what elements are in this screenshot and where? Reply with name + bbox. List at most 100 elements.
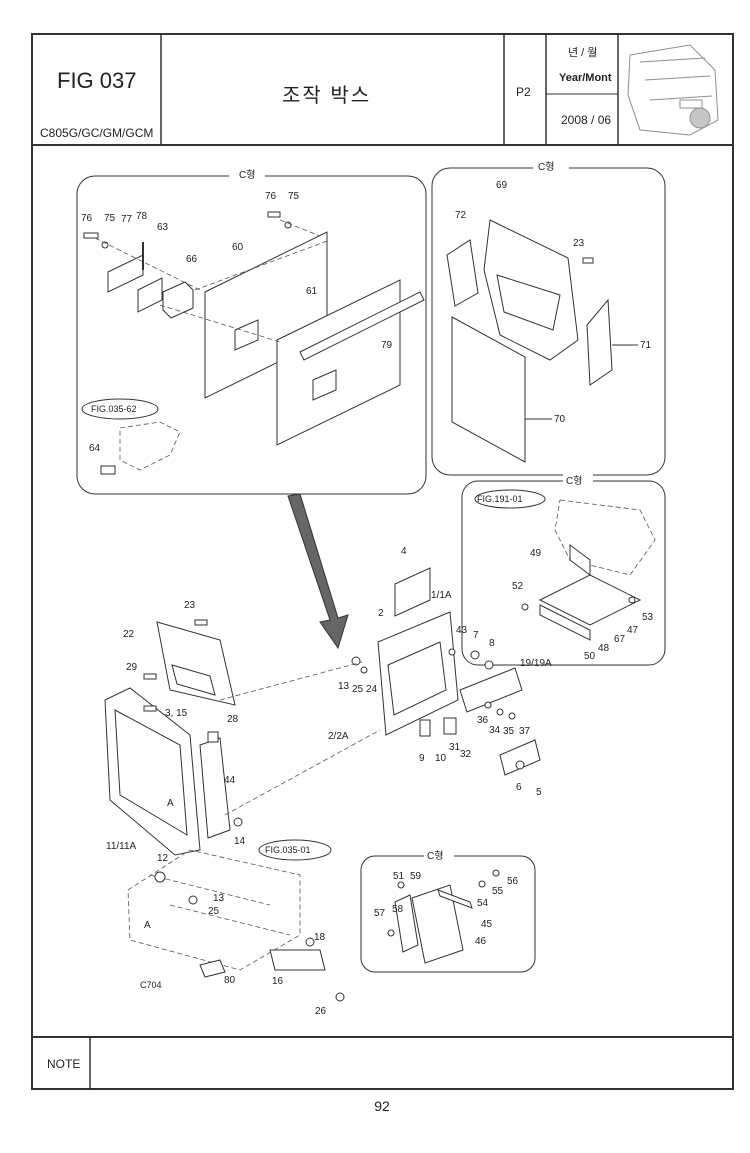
part-label: 53 (642, 612, 654, 623)
part-label: 60 (232, 242, 244, 253)
part-label: 76 (265, 191, 277, 202)
part-label: 51 (393, 871, 405, 882)
plate-77 (107, 254, 144, 293)
part-label: 35 (503, 726, 515, 737)
panel-72 (446, 239, 479, 307)
year-month-label-kr: 년 / 월 (568, 47, 598, 59)
bracket-16 (269, 949, 326, 971)
drawing-code: C704 (140, 980, 162, 990)
plate-63 (137, 277, 163, 313)
part-label: 70 (554, 414, 566, 425)
cover-69 (483, 219, 579, 361)
page-frame (31, 33, 734, 1090)
box-11-11a (104, 687, 201, 856)
rack-47 (538, 574, 642, 626)
rail-79 (299, 291, 425, 361)
part-label: 69 (496, 180, 508, 191)
part-label: 23 (573, 238, 585, 249)
part-label: 54 (477, 898, 489, 909)
part-label: 5 (536, 787, 542, 798)
part-label: 61 (306, 286, 318, 297)
part-label: 2 (378, 608, 384, 619)
part-label: 31 (449, 742, 461, 753)
part-64 (100, 465, 116, 475)
page-title: 조작 박스 (282, 85, 372, 107)
bracket-5 (499, 739, 541, 776)
part-label: 34 (489, 725, 501, 736)
part-label: 44 (224, 775, 236, 786)
part-label: 77 (121, 214, 133, 225)
page-code: P2 (516, 85, 531, 99)
part-label: 50 (584, 651, 596, 662)
part-label: 66 (186, 254, 198, 265)
part-label: 67 (614, 634, 626, 645)
ref-label-fig-035-01: FIG.035-01 (265, 845, 311, 855)
part-label: 49 (530, 548, 542, 559)
part-label: 72 (455, 210, 467, 221)
page-number: 92 (374, 1098, 390, 1114)
part-label: 75 (104, 213, 116, 224)
part-label: 1/1A (431, 590, 452, 601)
part-label: 25 (208, 906, 220, 917)
revision-date: 2008 / 06 (561, 113, 612, 127)
part-label: 52 (512, 581, 524, 592)
part-label: 19/19A (520, 658, 552, 669)
assembly-arrow (287, 493, 349, 650)
part-label: 16 (272, 976, 284, 987)
part-label: 43 (456, 625, 468, 636)
panel-70 (451, 316, 526, 463)
part-label: 58 (392, 904, 404, 915)
part-label: 25 (352, 684, 364, 695)
ref-label-fig-191-01: FIG.191-01 (477, 494, 523, 504)
part-label: 6 (516, 782, 522, 793)
ref-label-fig-035-62: FIG.035-62 (91, 404, 137, 414)
part-label: 36 (477, 715, 489, 726)
part-label: 56 (507, 876, 519, 887)
part-label: 22 (123, 629, 135, 640)
panel-22 (156, 621, 236, 706)
part-label: 2/2A (328, 731, 349, 742)
part-label: 64 (89, 443, 101, 454)
inset-label-right-middle: C형 (566, 475, 582, 487)
part-label: 45 (481, 919, 493, 930)
chassis-outline (127, 849, 301, 971)
part-label: 75 (288, 191, 300, 202)
part-label: 46 (475, 936, 487, 947)
part-label: 76 (81, 213, 93, 224)
part-label: 32 (460, 749, 472, 760)
inset-label-top-right: C형 (538, 161, 554, 173)
part-label: 47 (627, 625, 639, 636)
figure-code: FIG 037 (57, 68, 137, 93)
part-label: 63 (157, 222, 169, 233)
part-label: 13 (338, 681, 350, 692)
part-label: 4 (401, 546, 407, 557)
inset-label-bottom-right: C형 (427, 850, 443, 862)
year-month-label-en: Year/Mont (559, 72, 612, 84)
part-label: 59 (410, 871, 422, 882)
part-label: 80 (224, 975, 236, 986)
inset-label-top-left: C형 (239, 169, 255, 181)
part-label: 14 (234, 836, 246, 847)
part-label: 55 (492, 886, 504, 897)
section-mark: A (144, 920, 151, 931)
model-list: C805G/GC/GM/GCM (40, 126, 154, 140)
part-label: 78 (136, 211, 148, 222)
frame-1-1a (377, 611, 459, 736)
plate-58 (394, 894, 419, 953)
part-label: 37 (519, 726, 531, 737)
part-label: 9 (419, 753, 425, 764)
part-label: 18 (314, 932, 326, 943)
block-4 (394, 567, 431, 617)
part-label: 28 (227, 714, 239, 725)
part-label: 7 (473, 630, 479, 641)
part-label: 57 (374, 908, 386, 919)
part-label: 26 (315, 1006, 327, 1017)
part-label: 29 (126, 662, 138, 673)
part-label: 13 (213, 893, 225, 904)
section-mark: A (167, 798, 174, 809)
part-label: 79 (381, 340, 393, 351)
part-label: 48 (598, 643, 610, 654)
